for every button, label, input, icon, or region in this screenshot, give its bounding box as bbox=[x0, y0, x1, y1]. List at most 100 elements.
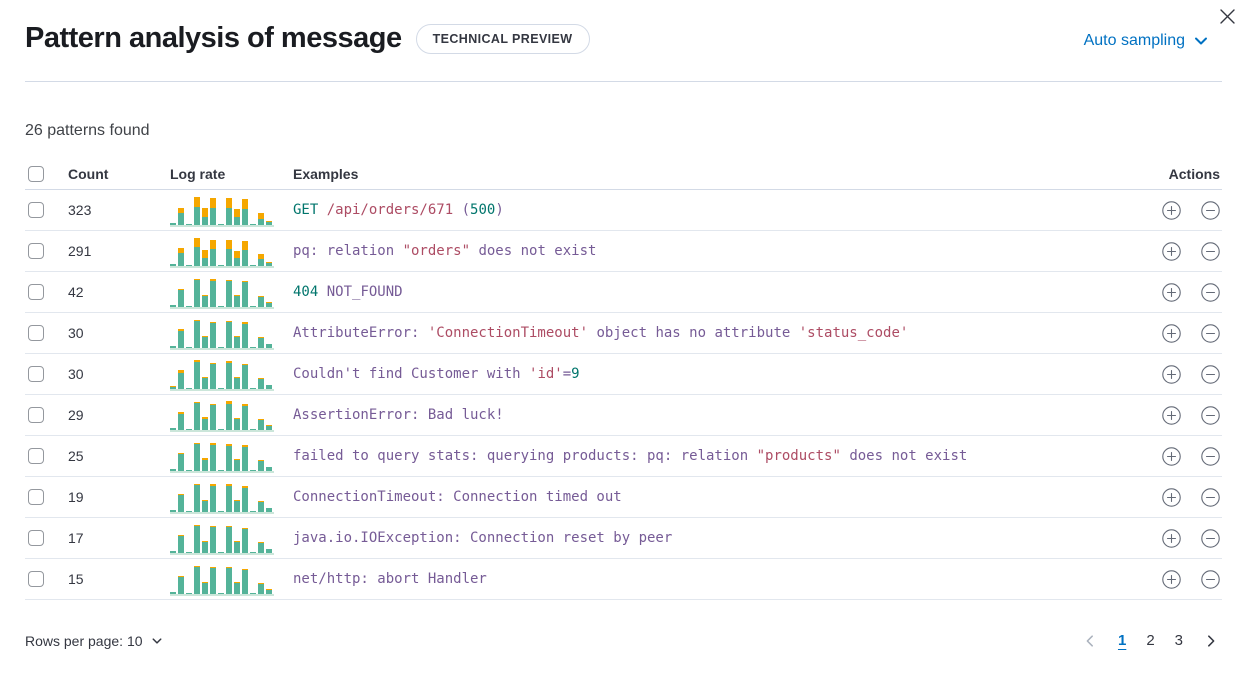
next-page-button[interactable] bbox=[1200, 630, 1222, 652]
page-number-1[interactable]: 1 bbox=[1111, 628, 1133, 653]
filter-for-pattern-button[interactable] bbox=[1162, 364, 1181, 384]
column-header-examples: Examples bbox=[293, 165, 359, 182]
chart-bar bbox=[210, 279, 216, 307]
filter-for-pattern-button[interactable] bbox=[1162, 528, 1181, 548]
row-checkbox[interactable] bbox=[28, 202, 44, 218]
filter-out-pattern-button[interactable] bbox=[1201, 405, 1220, 425]
chart-bar bbox=[186, 552, 192, 553]
row-count: 19 bbox=[68, 489, 84, 505]
filter-out-pattern-button[interactable] bbox=[1201, 569, 1220, 589]
example-segment: java.io.IOException: Connection reset by… bbox=[293, 530, 673, 546]
filter-out-pattern-button[interactable] bbox=[1201, 323, 1220, 343]
column-header-actions: Actions bbox=[1168, 165, 1220, 182]
example-text: net/http: abort Handler bbox=[293, 571, 1130, 587]
row-checkbox[interactable] bbox=[28, 448, 44, 464]
filter-for-pattern-button[interactable] bbox=[1162, 323, 1181, 343]
filter-for-pattern-button[interactable] bbox=[1162, 487, 1181, 507]
rows-per-page-selector[interactable]: Rows per page: 10 bbox=[25, 633, 163, 649]
page-number-3[interactable]: 3 bbox=[1168, 628, 1190, 653]
chart-bar bbox=[210, 484, 216, 512]
chart-bar bbox=[258, 378, 264, 389]
chart-bar bbox=[202, 250, 208, 266]
chart-bar bbox=[218, 552, 224, 553]
page-number-2[interactable]: 2 bbox=[1139, 628, 1161, 653]
chart-bar bbox=[250, 593, 256, 594]
row-checkbox[interactable] bbox=[28, 366, 44, 382]
example-segment: = bbox=[562, 366, 572, 382]
chart-bar bbox=[218, 511, 224, 512]
chart-bar bbox=[258, 501, 264, 512]
chart-bar bbox=[194, 525, 200, 553]
plus-circle-icon bbox=[1162, 487, 1181, 507]
filter-out-pattern-button[interactable] bbox=[1201, 487, 1220, 507]
chart-bar bbox=[250, 306, 256, 307]
filter-for-pattern-button[interactable] bbox=[1162, 200, 1181, 220]
chart-bar bbox=[170, 264, 176, 266]
example-text: java.io.IOException: Connection reset by… bbox=[293, 530, 1130, 546]
filter-for-pattern-button[interactable] bbox=[1162, 282, 1181, 302]
table-row: 30 Couldn't find Customer with 'id'=9 bbox=[25, 354, 1222, 395]
example-text: AttributeError: 'ConnectionTimeout' obje… bbox=[293, 325, 1130, 341]
filter-out-pattern-button[interactable] bbox=[1201, 282, 1220, 302]
example-segment: failed to query stats: querying products… bbox=[293, 448, 757, 464]
flyout-header: Pattern analysis of message TECHNICAL PR… bbox=[0, 0, 1247, 82]
example-segment: pq: relation bbox=[293, 243, 403, 259]
chart-bar bbox=[178, 453, 184, 471]
sampling-dropdown[interactable]: Auto sampling bbox=[1084, 32, 1209, 50]
chart-bar bbox=[234, 541, 240, 553]
chart-bar bbox=[242, 528, 248, 553]
pattern-table-body: 323 GET /api/orders/671 (500) 291 pq: re… bbox=[25, 190, 1222, 600]
chart-bar bbox=[218, 265, 224, 266]
example-text: AssertionError: Bad luck! bbox=[293, 407, 1130, 423]
chart-bar bbox=[218, 306, 224, 307]
previous-page-button[interactable] bbox=[1079, 630, 1101, 652]
column-header-log-rate: Log rate bbox=[170, 165, 226, 182]
log-rate-chart bbox=[170, 193, 274, 227]
filter-out-pattern-button[interactable] bbox=[1201, 241, 1220, 261]
select-all-checkbox[interactable] bbox=[28, 165, 44, 182]
chart-bar bbox=[226, 567, 232, 594]
chart-bar bbox=[202, 208, 208, 225]
filter-out-pattern-button[interactable] bbox=[1201, 200, 1220, 220]
chart-bar bbox=[266, 302, 272, 307]
sampling-dropdown-label: Auto sampling bbox=[1083, 32, 1185, 49]
chart-bar bbox=[178, 208, 184, 225]
filter-for-pattern-button[interactable] bbox=[1162, 241, 1181, 261]
chart-bar bbox=[210, 363, 216, 389]
row-checkbox[interactable] bbox=[28, 571, 44, 587]
filter-for-pattern-button[interactable] bbox=[1162, 446, 1181, 466]
header-divider bbox=[25, 81, 1222, 82]
chart-bar bbox=[242, 199, 248, 225]
chart-bar bbox=[266, 508, 272, 512]
row-count: 323 bbox=[68, 202, 92, 218]
chart-bar bbox=[186, 224, 192, 225]
row-checkbox[interactable] bbox=[28, 325, 44, 341]
filter-out-pattern-button[interactable] bbox=[1201, 364, 1220, 384]
row-count: 17 bbox=[68, 530, 84, 546]
example-segment: does not exist bbox=[470, 243, 597, 259]
chart-bar bbox=[194, 279, 200, 307]
chart-bar bbox=[194, 197, 200, 225]
row-checkbox[interactable] bbox=[28, 243, 44, 259]
row-count: 42 bbox=[68, 284, 84, 300]
row-checkbox[interactable] bbox=[28, 284, 44, 300]
minus-circle-icon bbox=[1201, 282, 1220, 302]
filter-out-pattern-button[interactable] bbox=[1201, 528, 1220, 548]
chart-bar bbox=[258, 460, 264, 471]
chevron-down-icon bbox=[151, 635, 163, 647]
table-row: 15 net/http: abort Handler bbox=[25, 559, 1222, 600]
chart-bar bbox=[226, 401, 232, 430]
filter-for-pattern-button[interactable] bbox=[1162, 569, 1181, 589]
row-checkbox[interactable] bbox=[28, 407, 44, 423]
chart-bar bbox=[266, 385, 272, 389]
row-checkbox[interactable] bbox=[28, 489, 44, 505]
chart-bar bbox=[242, 569, 248, 594]
filter-out-pattern-button[interactable] bbox=[1201, 446, 1220, 466]
example-segment: 500 bbox=[470, 202, 496, 218]
close-button[interactable] bbox=[1215, 4, 1239, 28]
chart-bar bbox=[258, 296, 264, 307]
close-icon bbox=[1219, 8, 1235, 24]
row-checkbox[interactable] bbox=[28, 530, 44, 546]
chart-bar bbox=[234, 336, 240, 348]
filter-for-pattern-button[interactable] bbox=[1162, 405, 1181, 425]
